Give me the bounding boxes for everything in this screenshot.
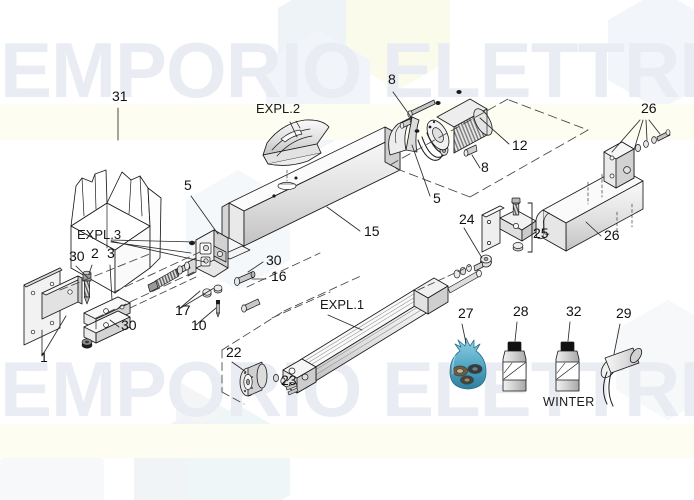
part-27-seal-kit-bag xyxy=(449,337,487,390)
expl-label-1: EXPL.1 xyxy=(320,297,364,312)
part-26-end-bracket xyxy=(603,129,671,189)
expl-reference-labels: EXPL.2 EXPL.3 EXPL.1 xyxy=(77,101,364,312)
part-24-pivot-bushing xyxy=(453,254,492,279)
callout-30-c: 30 xyxy=(266,252,282,268)
callout-labels: 31 5 5 8 8 12 15 26 26 24 25 30 2 3 30 1… xyxy=(40,71,657,388)
callout-17: 17 xyxy=(175,302,191,318)
callout-12: 12 xyxy=(512,137,528,153)
callout-5-left: 5 xyxy=(184,177,192,193)
callout-29: 29 xyxy=(616,305,632,321)
callout-8-lower: 8 xyxy=(481,159,489,175)
watermark-band-bottom xyxy=(0,424,694,458)
callout-10: 10 xyxy=(191,317,207,333)
expl-label-3: EXPL.3 xyxy=(77,227,121,242)
part-22-end-flange-disc xyxy=(239,361,268,397)
callout-3: 3 xyxy=(107,245,115,261)
callout-2: 2 xyxy=(91,245,99,261)
part-8-motor-fasteners xyxy=(399,90,478,157)
part-32-winter-oil-bottle xyxy=(555,341,580,392)
callout-26-rail: 26 xyxy=(604,227,620,243)
callout-26-top: 26 xyxy=(641,100,657,116)
part-1-mounting-bracket xyxy=(23,267,83,346)
part-text-labels: WINTER xyxy=(543,395,595,409)
callout-16: 16 xyxy=(271,268,287,284)
watermark-text-bottom-right: ELETTRICO xyxy=(382,345,694,433)
part-30-washer-nut-lower xyxy=(81,338,93,349)
watermark-text-top-left: EMPORIO xyxy=(0,26,361,114)
callout-8-upper: 8 xyxy=(388,71,396,87)
callout-27: 27 xyxy=(458,305,474,321)
part-15-main-housing xyxy=(221,126,401,260)
part-25-rear-bracket-kit xyxy=(481,197,537,253)
callout-31: 31 xyxy=(112,88,128,104)
expl-label-2: EXPL.2 xyxy=(256,101,300,116)
part-3-bracket-joint-block xyxy=(83,296,131,344)
part-gearbox-head-assembly xyxy=(187,229,229,278)
fasteners-cluster-center xyxy=(202,271,261,318)
part-expl2-cover xyxy=(262,119,330,166)
watermark-text-top-right: ELETTRICO xyxy=(382,26,694,114)
callout-1: 1 xyxy=(40,349,48,365)
callout-25: 25 xyxy=(533,225,549,241)
callout-22: 22 xyxy=(226,344,242,360)
winter-bottle-text: WINTER xyxy=(543,395,595,409)
callout-30-b: 30 xyxy=(121,317,137,333)
callout-15: 15 xyxy=(364,223,380,239)
callout-24: 24 xyxy=(459,211,475,227)
watermark-band-top xyxy=(0,104,694,140)
part-expl1-cylinder-assembly xyxy=(259,269,482,396)
part-28-oil-bottle xyxy=(502,341,527,392)
construction-lines xyxy=(59,98,589,405)
part-17-drive-shaft-coupling xyxy=(147,261,191,293)
callout-32: 32 xyxy=(566,303,582,319)
part-29-release-key xyxy=(600,347,643,407)
callout-30-a: 30 xyxy=(69,248,85,264)
part-2-pivot-pin xyxy=(82,270,92,305)
callout-23: 23 xyxy=(281,372,297,388)
leader-lines xyxy=(41,91,661,382)
callout-28: 28 xyxy=(513,303,529,319)
callout-5-right: 5 xyxy=(433,190,441,206)
